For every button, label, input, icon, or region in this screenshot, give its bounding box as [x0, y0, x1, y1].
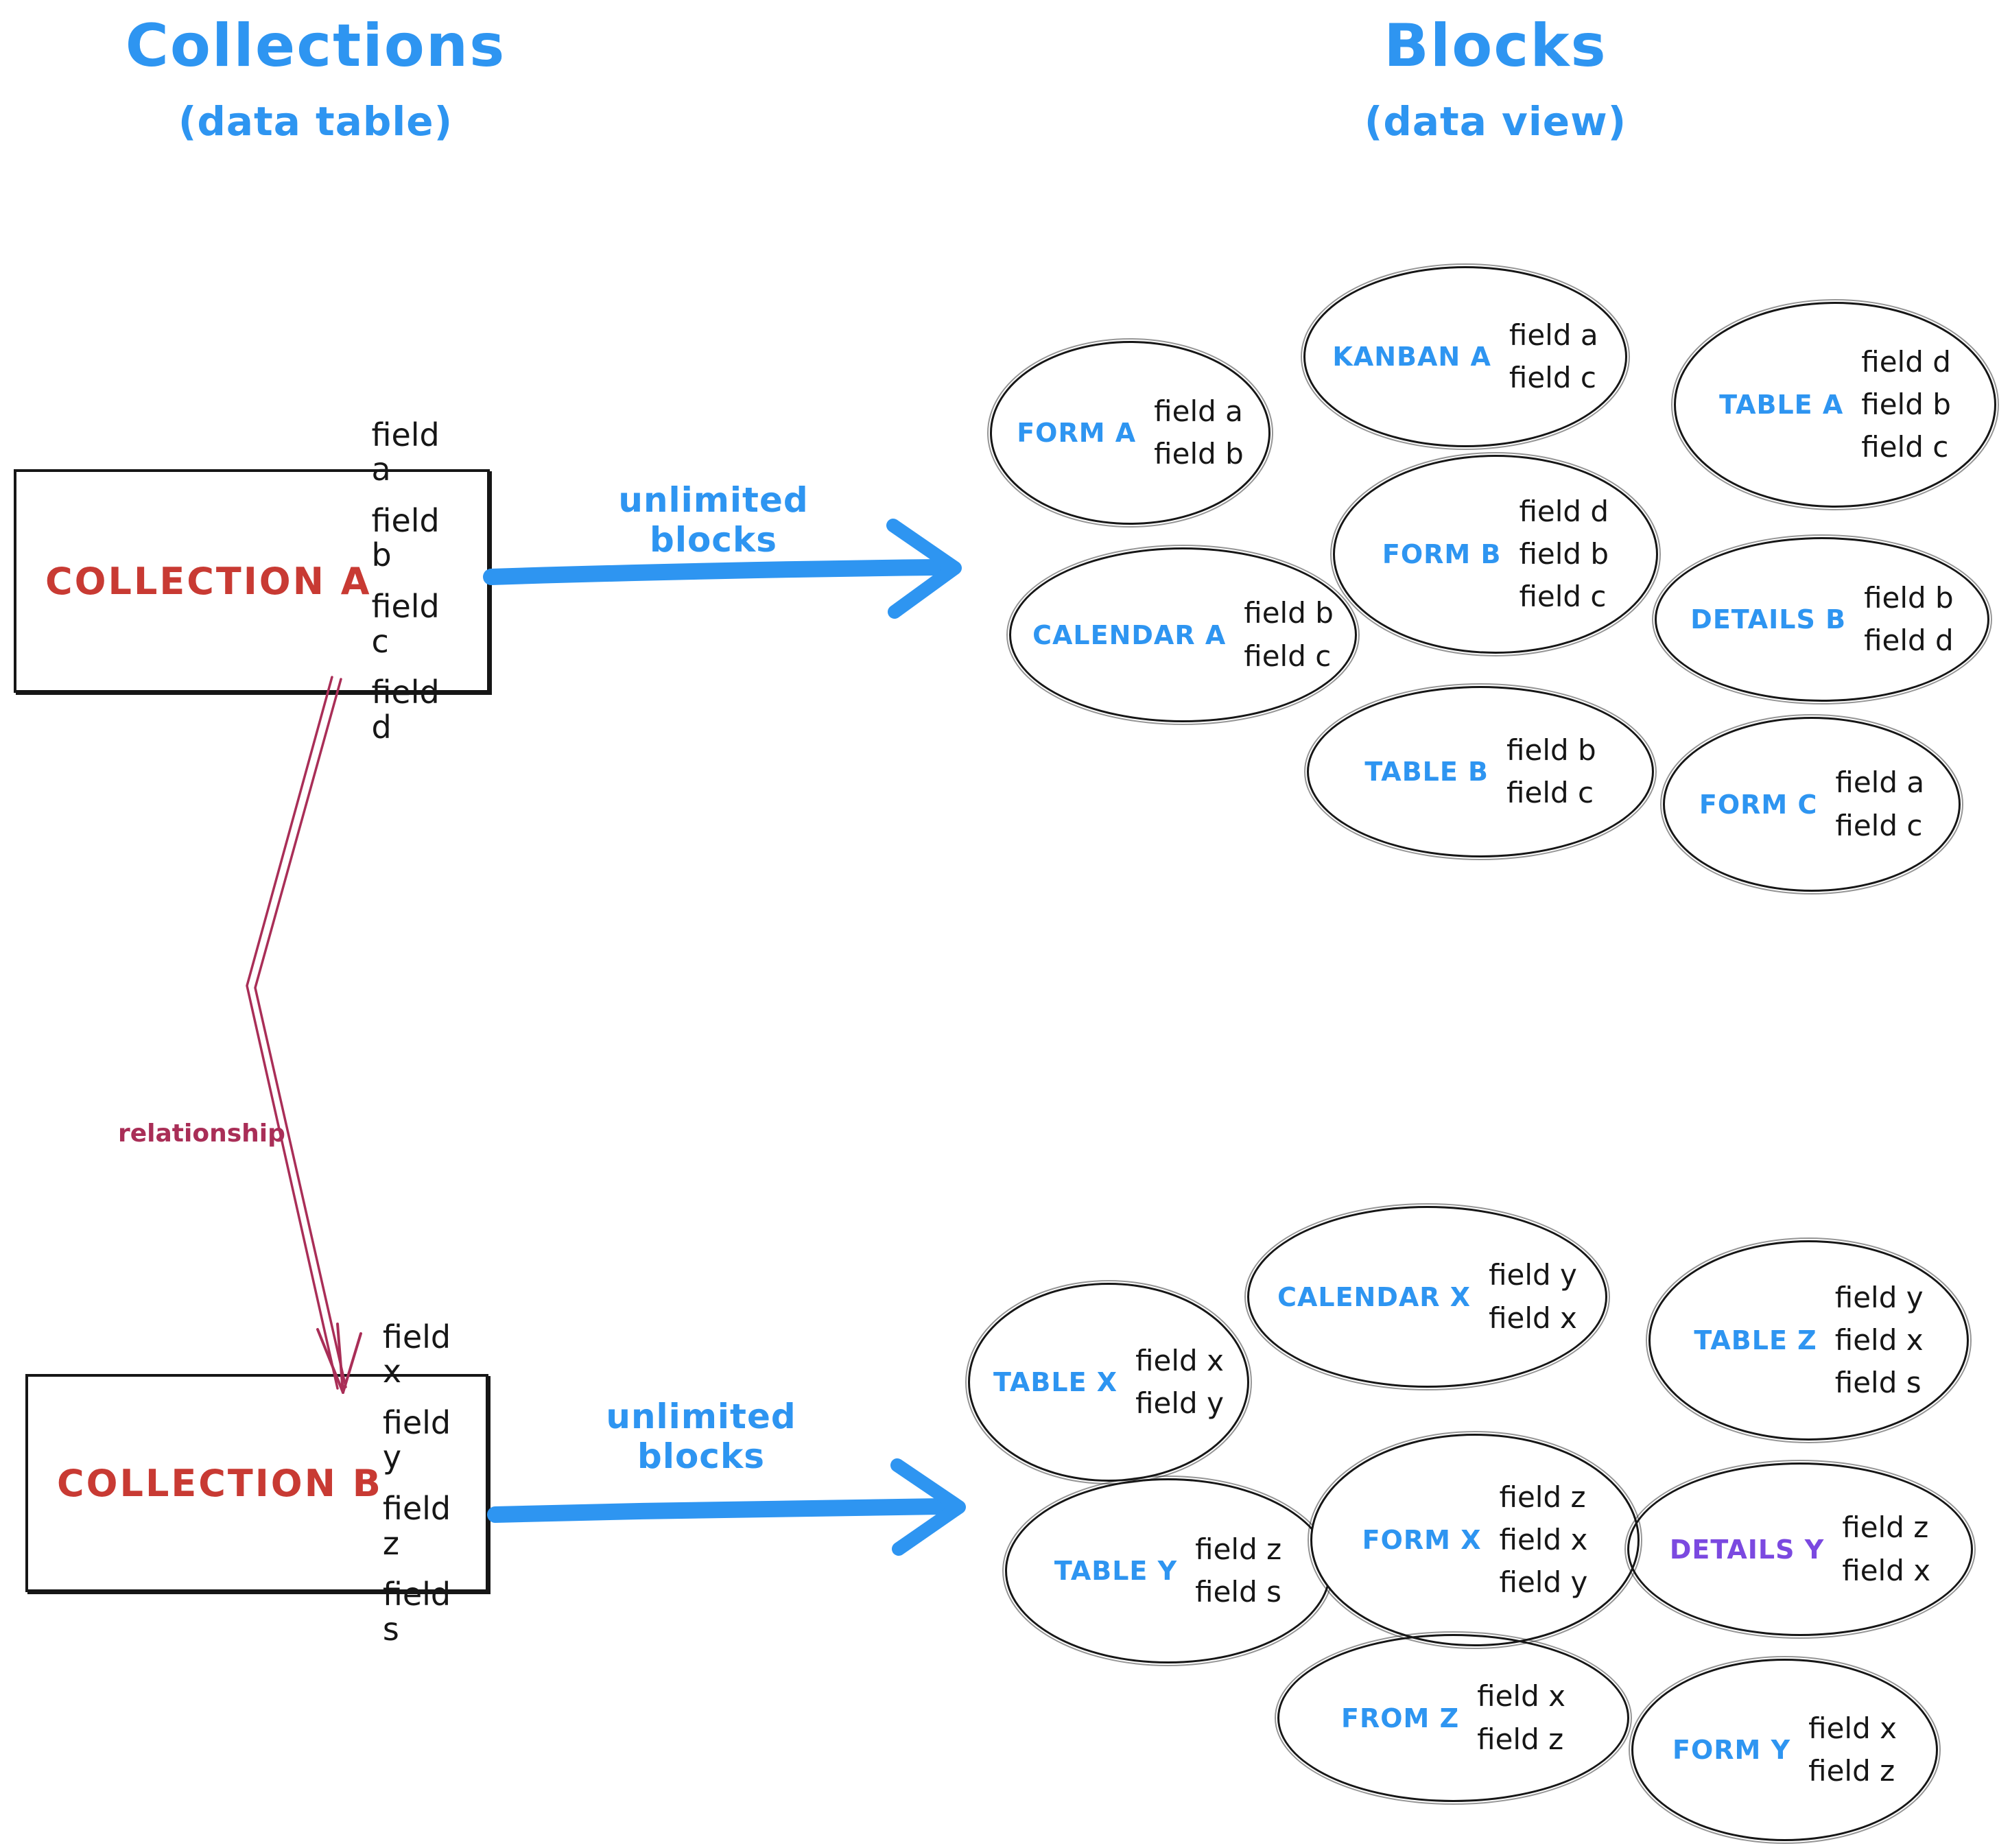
- collection-field: field c: [371, 588, 440, 660]
- block-field: field c: [1835, 808, 1923, 842]
- block-field: field x: [1842, 1553, 1931, 1587]
- block-field: field x: [1135, 1343, 1224, 1377]
- block-field: field a: [1509, 318, 1598, 352]
- unlimited-blocks-label-bottom: unlimited blocks: [606, 1397, 796, 1476]
- block-ellipse-calendar-a: CALENDAR A field b field c: [1006, 545, 1360, 725]
- relationship-arrow: [246, 676, 362, 1394]
- block-field: field z: [1499, 1480, 1586, 1514]
- blocks-title: Blocks: [1384, 12, 1607, 80]
- block-field: field a: [1154, 394, 1243, 428]
- blocks-subtitle: (data view): [1364, 97, 1627, 145]
- block-field: field z: [1195, 1532, 1282, 1566]
- collection-a-box: COLLECTION A field a field b field c fie…: [14, 417, 490, 744]
- block-field: field y: [1135, 1386, 1224, 1420]
- block-field: field y: [1499, 1565, 1588, 1600]
- block-label: TABLE A: [1719, 390, 1844, 420]
- block-field: field x: [1808, 1711, 1897, 1745]
- block-field: field c: [1506, 776, 1594, 809]
- block-label: KANBAN A: [1332, 342, 1491, 372]
- block-ellipse-details-b: DETAILS B field b field d: [1652, 534, 1992, 704]
- block-field: field c: [1861, 430, 1949, 464]
- block-ellipse-form-b: FORM B field d field b field c: [1330, 452, 1661, 656]
- block-field: field b: [1154, 437, 1244, 471]
- collection-b-name: COLLECTION B: [57, 1461, 383, 1505]
- block-field: field s: [1195, 1575, 1281, 1609]
- block-label: DETAILS B: [1690, 604, 1847, 635]
- collection-field: field s: [382, 1576, 451, 1648]
- block-field: field b: [1519, 536, 1609, 571]
- block-field: field b: [1506, 733, 1596, 767]
- collection-b-fields: field x field y field z field s: [382, 1318, 451, 1648]
- block-label: FORM B: [1382, 539, 1502, 569]
- block-label: CALENDAR A: [1032, 619, 1227, 650]
- block-field: field a: [1835, 766, 1925, 800]
- collection-field: field z: [382, 1490, 451, 1562]
- block-ellipse-from-z: FROM Z field x field z: [1275, 1631, 1632, 1805]
- collection-field: field y: [382, 1403, 451, 1476]
- block-ellipse-table-x: TABLE X field x field y: [965, 1280, 1252, 1484]
- block-label: FORM X: [1362, 1525, 1482, 1555]
- block-ellipse-form-x: FORM X field z field x field y: [1308, 1431, 1642, 1649]
- block-field: field c: [1519, 580, 1607, 614]
- block-ellipse-table-z: TABLE Z field y field x field s: [1646, 1237, 1972, 1443]
- block-ellipse-form-a: FORM A field a field b: [987, 338, 1273, 528]
- block-field: field c: [1509, 361, 1596, 394]
- block-label: FROM Z: [1341, 1703, 1460, 1733]
- block-field: field z: [1808, 1754, 1895, 1788]
- collection-a-name: COLLECTION A: [45, 559, 372, 603]
- block-field: field b: [1244, 596, 1334, 630]
- block-field: field y: [1834, 1280, 1924, 1314]
- block-ellipse-table-y: TABLE Y field z field s: [1002, 1476, 1334, 1666]
- block-ellipse-table-a: TABLE A field d field b field c: [1671, 299, 1999, 510]
- block-field: field b: [1864, 580, 1954, 615]
- block-label: CALENDAR X: [1277, 1281, 1471, 1312]
- block-label: FORM A: [1017, 418, 1137, 448]
- collections-title: Collections: [125, 12, 506, 80]
- block-field: field x: [1489, 1301, 1577, 1335]
- block-ellipse-form-c: FORM C field a field c: [1660, 714, 1963, 895]
- block-field: field z: [1477, 1722, 1564, 1756]
- collection-field: field x: [382, 1318, 451, 1390]
- block-label: TABLE B: [1364, 757, 1489, 787]
- block-field: field c: [1244, 639, 1332, 673]
- block-label: TABLE Y: [1054, 1556, 1178, 1586]
- unlimited-blocks-label-top: unlimited blocks: [618, 480, 809, 560]
- block-field: field x: [1499, 1522, 1588, 1556]
- collection-a-fields: field a field b field c field d: [371, 416, 450, 746]
- block-field: field b: [1861, 387, 1951, 421]
- block-ellipse-table-b: TABLE B field b field c: [1304, 683, 1657, 860]
- block-ellipse-form-y: FORM Y field x field z: [1629, 1656, 1941, 1844]
- collection-b-box: COLLECTION B field x field y field z fie…: [25, 1319, 488, 1646]
- block-field: field d: [1519, 494, 1609, 528]
- unlimited-blocks-arrow-bottom: [487, 1458, 966, 1556]
- relationship-label: relationship: [118, 1120, 285, 1148]
- block-label: FORM C: [1699, 789, 1818, 820]
- collection-field: field d: [371, 674, 440, 746]
- block-field: field y: [1489, 1258, 1577, 1292]
- block-ellipse-kanban-a: KANBAN A field a field c: [1301, 263, 1630, 450]
- block-field: field d: [1861, 344, 1951, 379]
- block-field: field z: [1842, 1511, 1929, 1545]
- block-label: TABLE Z: [1694, 1325, 1817, 1355]
- block-label: TABLE X: [993, 1367, 1118, 1397]
- collection-field: field b: [371, 501, 440, 574]
- block-label: FORM Y: [1672, 1735, 1791, 1765]
- block-field: field d: [1864, 624, 1954, 657]
- block-ellipse-calendar-x: CALENDAR X field y field x: [1244, 1203, 1610, 1390]
- collection-field: field a: [371, 416, 440, 488]
- collections-title-block: Collections (data table): [96, 12, 535, 145]
- block-ellipse-details-y: DETAILS Y field z field x: [1624, 1460, 1976, 1639]
- block-field: field s: [1834, 1366, 1922, 1400]
- block-field: field x: [1477, 1679, 1565, 1714]
- block-label: DETAILS Y: [1669, 1534, 1825, 1565]
- collections-subtitle: (data table): [178, 97, 453, 145]
- block-field: field x: [1834, 1323, 1924, 1357]
- blocks-title-block: Blocks (data view): [1303, 12, 1688, 145]
